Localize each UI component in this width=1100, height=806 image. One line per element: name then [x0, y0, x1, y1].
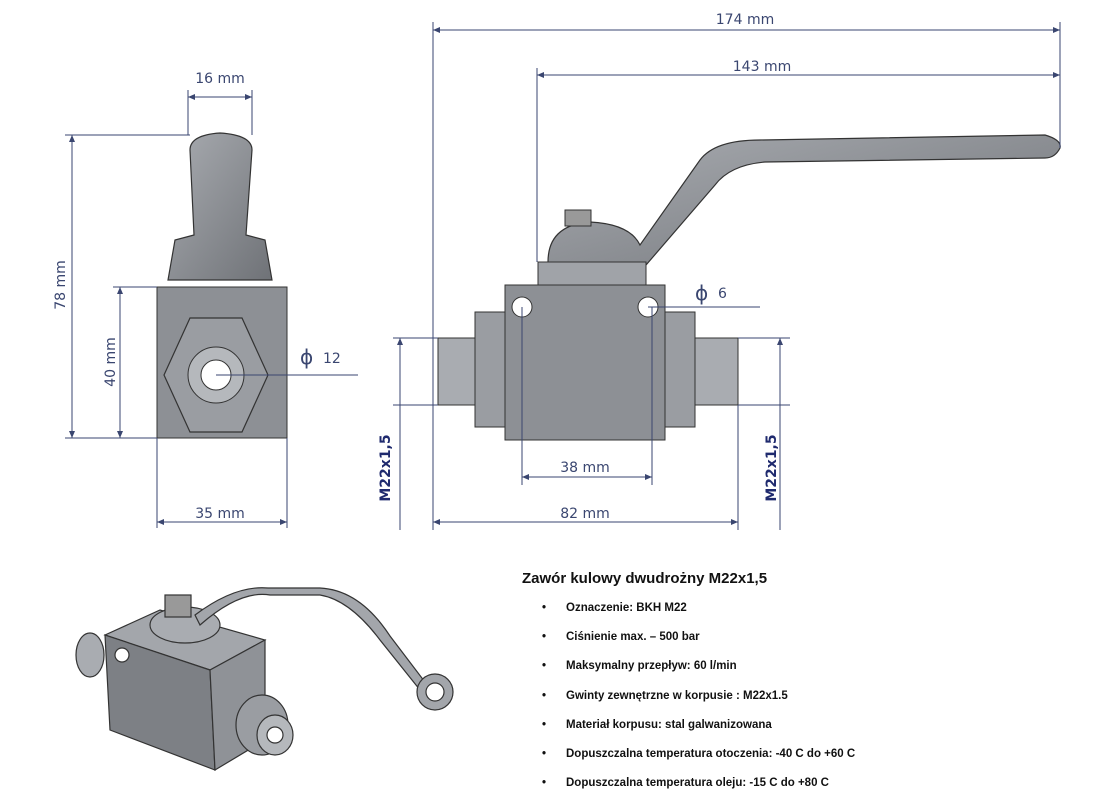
- spec-item: • Gwinty zewnętrzne w korpusie : M22x1.5: [522, 689, 855, 718]
- spec-item: • Ciśnienie max. – 500 bar: [522, 630, 855, 659]
- isometric-view: [75, 587, 454, 772]
- specification-panel: Zawór kulowy dwudrożny M22x1,5 • Oznaczen…: [522, 570, 855, 805]
- bullet-icon: •: [542, 631, 547, 644]
- bullet-icon: •: [542, 777, 547, 790]
- front-view: [156, 132, 288, 439]
- spec-list: • Oznaczenie: BKH M22 • Ciśnienie max. – 5…: [522, 601, 855, 805]
- dim-total-height: 78 mm: [53, 260, 69, 310]
- spec-title: Zawór kulowy dwudrożny M22x1,5: [522, 570, 768, 587]
- dim-body-height: 40 mm: [103, 337, 119, 387]
- bullet-icon: •: [542, 718, 547, 731]
- dim-hole: 6: [718, 286, 727, 302]
- dim-thread-left: M22x1,5: [378, 434, 394, 501]
- spec-item-text: Dopuszczalna temperatura otoczenia: -40 …: [566, 747, 856, 760]
- side-dimension-lines: [393, 22, 1061, 530]
- dim-top-width: 16 mm: [195, 71, 245, 87]
- dim-overall-length: 174 mm: [716, 12, 774, 28]
- dim-handle-length: 143 mm: [733, 59, 791, 75]
- spec-item-text: Oznaczenie: BKH M22: [566, 602, 687, 614]
- dim-body-width: 35 mm: [195, 506, 245, 522]
- dim-hole-spacing: 38 mm: [560, 460, 610, 476]
- side-view: [437, 134, 1061, 441]
- dim-body-length: 82 mm: [560, 506, 610, 522]
- spec-item-text: Gwinty zewnętrzne w korpusie : M22x1.5: [566, 689, 788, 702]
- spec-item-text: Materiał korpusu: stal galwanizowana: [566, 718, 772, 731]
- bullet-icon: •: [542, 747, 547, 760]
- spec-item: • Maksymalny przepływ: 60 l/min: [522, 659, 855, 688]
- dim-thread-right: M22x1,5: [764, 434, 780, 501]
- bullet-icon: •: [542, 689, 547, 702]
- front-dimension-lines: [65, 90, 358, 528]
- spec-item: • Oznaczenie: BKH M22: [522, 601, 855, 630]
- bullet-icon: •: [542, 602, 547, 614]
- spec-item: • Materiał korpusu: stal galwanizowana: [522, 718, 855, 747]
- spec-item: • Dopuszczalna temperatura otoczenia: -40…: [522, 747, 855, 776]
- diameter-symbol-hole: ϕ: [695, 281, 708, 305]
- spec-item-text: Dopuszczalna temperatura oleju: -15 C do…: [566, 777, 829, 790]
- spec-item-text: Maksymalny przepływ: 60 l/min: [566, 660, 737, 673]
- spec-item-text: Ciśnienie max. – 500 bar: [566, 631, 700, 644]
- spec-item: • Dopuszczalna temperatura oleju: -15 C d…: [522, 776, 855, 805]
- dim-bore: 12: [323, 351, 341, 367]
- bullet-icon: •: [542, 660, 547, 673]
- diameter-symbol-bore: ϕ: [300, 345, 313, 369]
